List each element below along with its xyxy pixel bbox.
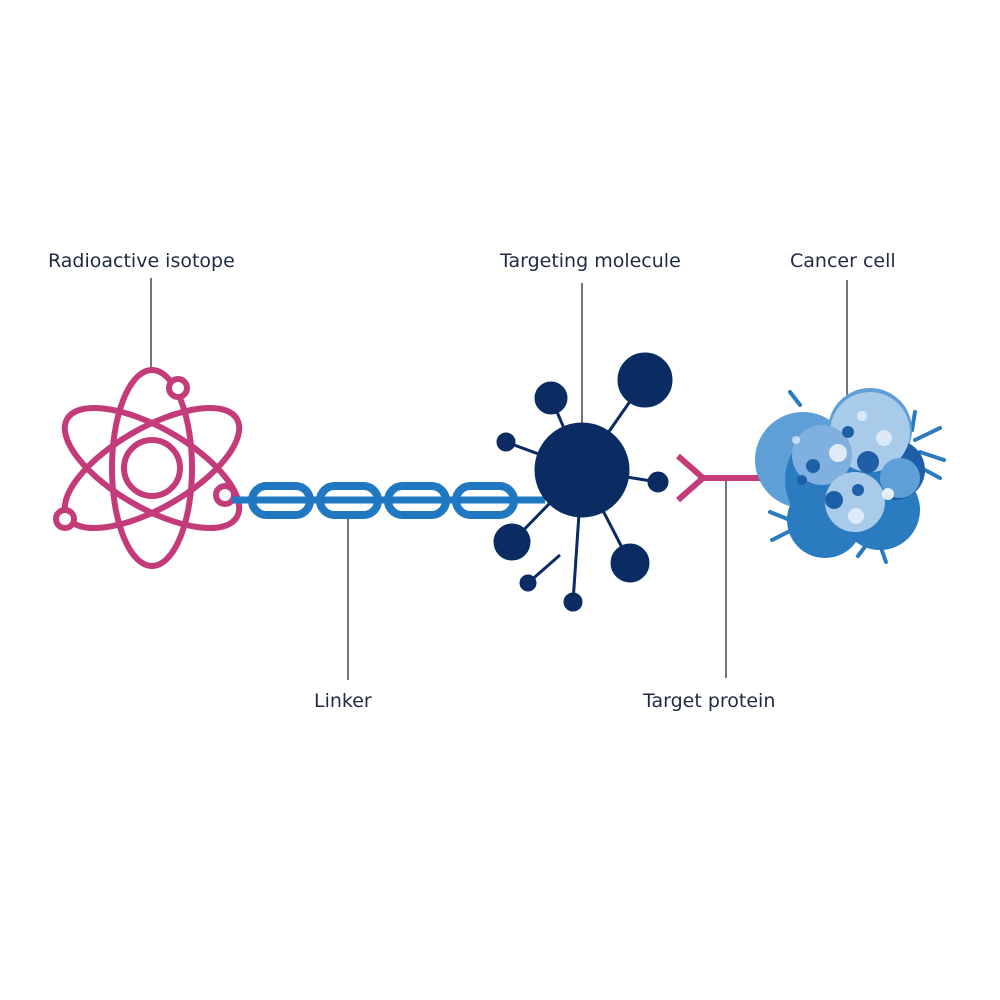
linker-label: Linker bbox=[314, 690, 372, 712]
isotope-label: Radioactive isotope bbox=[48, 250, 235, 272]
targeting-molecule-icon bbox=[493, 352, 673, 612]
targeting-molecule-label: Targeting molecule bbox=[499, 250, 681, 272]
cancer-cell-icon bbox=[755, 388, 946, 564]
receptor-icon bbox=[676, 453, 768, 503]
atom-icon bbox=[53, 367, 243, 569]
cancer-cell-label: Cancer cell bbox=[790, 250, 896, 272]
target-protein-label: Target protein bbox=[642, 690, 775, 712]
chain-icon bbox=[232, 482, 545, 519]
